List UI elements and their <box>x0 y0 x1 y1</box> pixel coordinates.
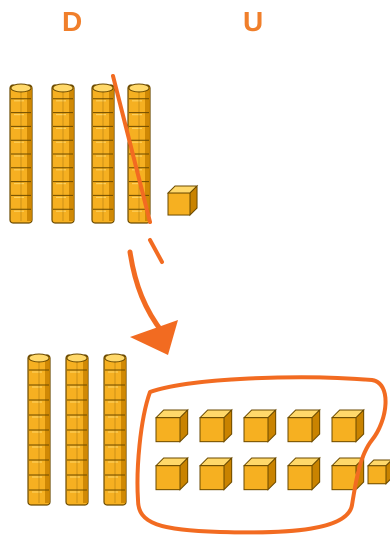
unit-cube <box>198 456 233 491</box>
tens-rod <box>91 83 115 224</box>
top-tens-rods <box>9 83 151 224</box>
unit-cube <box>242 456 277 491</box>
annotations <box>111 74 388 535</box>
tens-rod <box>27 353 51 506</box>
unit-cube <box>366 459 390 485</box>
tens-rod <box>51 83 75 224</box>
tens-rod <box>9 83 33 224</box>
unit-cube <box>154 408 189 443</box>
arrow-shaft <box>127 249 166 336</box>
regroup-slash-dash <box>148 238 164 264</box>
bottom-tens-rods <box>27 353 127 506</box>
unit-cube <box>286 456 321 491</box>
unit-cube <box>330 408 365 443</box>
units-column-label: U <box>243 6 264 37</box>
tens-rod <box>65 353 89 506</box>
tens-rod <box>127 83 151 224</box>
unit-cube <box>286 408 321 443</box>
tens-column-label: D <box>62 6 83 37</box>
regroup-slash <box>111 74 152 224</box>
unit-cube <box>166 184 199 217</box>
unit-cube <box>154 456 189 491</box>
arrow-head <box>130 320 178 355</box>
top-unit-cubes <box>166 184 199 217</box>
unit-cube <box>198 408 233 443</box>
bottom-unit-cubes <box>154 408 390 491</box>
unit-cube <box>330 456 365 491</box>
unit-cube <box>242 408 277 443</box>
tens-rod <box>103 353 127 506</box>
ten-units-circle <box>135 375 388 535</box>
